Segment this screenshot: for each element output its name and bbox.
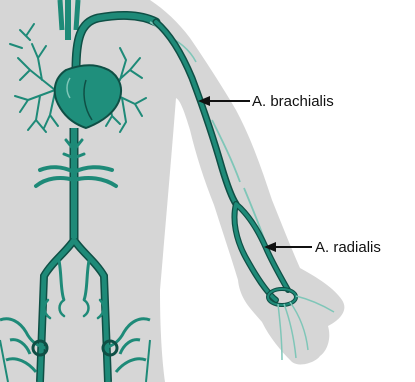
label-a-brachialis: A. brachialis [252, 93, 334, 111]
label-a-radialis: A. radialis [315, 239, 381, 257]
body-silhouette [0, 0, 344, 382]
